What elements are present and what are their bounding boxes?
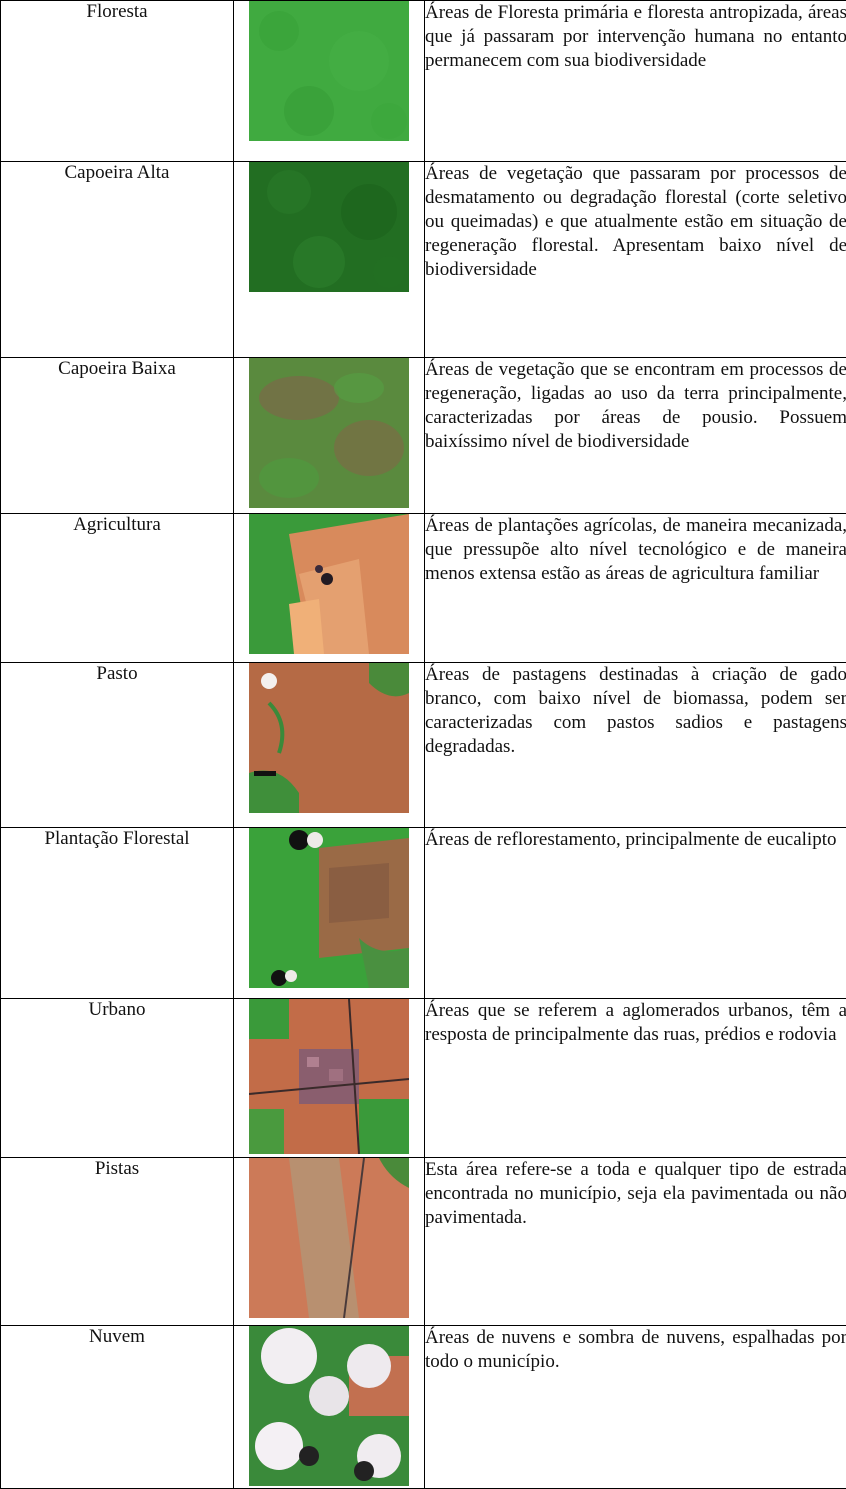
- table-row: Pasto Áreas de p: [1, 663, 846, 828]
- image-cell: [234, 162, 425, 358]
- table-row: Capoeira Baixa Áreas de vegetaç: [1, 358, 846, 514]
- class-description: Áreas de Floresta primária e floresta an…: [425, 2, 846, 71]
- satellite-forest-thumbnail: [249, 1, 409, 141]
- image-cell: [234, 1, 425, 162]
- class-name-cell: Plantação Florestal: [1, 828, 234, 999]
- description-cell: Áreas que se referem a aglomerados urban…: [425, 999, 846, 1158]
- class-name-cell: Capoeira Baixa: [1, 358, 234, 514]
- class-name: Capoeira Baixa: [58, 358, 176, 379]
- class-description: Áreas de pastagens destinadas à criação …: [425, 664, 846, 757]
- satellite-pasture-thumbnail: [249, 663, 409, 813]
- description-cell: Áreas de vegetação que passaram por proc…: [425, 162, 846, 358]
- image-cell: [234, 663, 425, 828]
- satellite-clouds-thumbnail: [249, 1326, 409, 1486]
- description-cell: Áreas de plantações agrícolas, de maneir…: [425, 514, 846, 663]
- description-cell: Áreas de reflorestamento, principalmente…: [425, 828, 846, 999]
- satellite-urban-thumbnail: [249, 999, 409, 1154]
- class-name: Pasto: [96, 663, 137, 684]
- satellite-low-secondary-vegetation-thumbnail: [249, 358, 409, 508]
- table-row: Agricultura Área: [1, 514, 846, 663]
- table-row: Urbano: [1, 999, 846, 1158]
- class-name-cell: Urbano: [1, 999, 234, 1158]
- class-description: Áreas de nuvens e sombra de nuvens, espa…: [425, 1327, 846, 1372]
- image-cell: [234, 1326, 425, 1489]
- image-cell: [234, 828, 425, 999]
- satellite-forest-plantation-thumbnail: [249, 828, 409, 988]
- class-description: Áreas de vegetação que se encontram em p…: [425, 359, 846, 452]
- class-name: Floresta: [86, 1, 147, 22]
- table-row: Pistas Esta área refere-se a toda e qual…: [1, 1158, 846, 1326]
- class-name-cell: Capoeira Alta: [1, 162, 234, 358]
- class-name-cell: Pistas: [1, 1158, 234, 1326]
- class-name: Urbano: [89, 999, 146, 1020]
- class-name-cell: Pasto: [1, 663, 234, 828]
- class-description: Áreas de plantações agrícolas, de maneir…: [425, 515, 846, 584]
- satellite-agriculture-thumbnail: [249, 514, 409, 654]
- satellite-roads-thumbnail: [249, 1158, 409, 1318]
- description-cell: Áreas de vegetação que se encontram em p…: [425, 358, 846, 514]
- class-description: Áreas de reflorestamento, principalmente…: [425, 829, 837, 850]
- image-cell: [234, 1158, 425, 1326]
- class-name: Capoeira Alta: [65, 162, 170, 183]
- class-name: Agricultura: [73, 514, 161, 535]
- image-cell: [234, 358, 425, 514]
- class-description: Áreas de vegetação que passaram por proc…: [425, 163, 846, 280]
- table-row: Floresta Áreas d: [1, 1, 846, 162]
- satellite-high-secondary-vegetation-thumbnail: [249, 162, 409, 292]
- class-name: Plantação Florestal: [44, 828, 189, 849]
- description-cell: Áreas de nuvens e sombra de nuvens, espa…: [425, 1326, 846, 1489]
- class-description: Áreas que se referem a aglomerados urban…: [425, 1000, 846, 1045]
- description-cell: Áreas de Floresta primária e floresta an…: [425, 1, 846, 162]
- class-name: Pistas: [95, 1158, 139, 1179]
- table-row: Nuvem: [1, 1326, 846, 1489]
- class-name-cell: Agricultura: [1, 514, 234, 663]
- description-cell: Esta área refere-se a toda e qualquer ti…: [425, 1158, 846, 1326]
- table-row: Plantação Florestal: [1, 828, 846, 999]
- image-cell: [234, 514, 425, 663]
- description-cell: Áreas de pastagens destinadas à criação …: [425, 663, 846, 828]
- class-name-cell: Nuvem: [1, 1326, 234, 1489]
- class-name: Nuvem: [89, 1326, 145, 1347]
- table-row: Capoeira Alta Áreas de vegetaçã: [1, 162, 846, 358]
- image-cell: [234, 999, 425, 1158]
- class-name-cell: Floresta: [1, 1, 234, 162]
- class-description: Esta área refere-se a toda e qualquer ti…: [425, 1159, 846, 1228]
